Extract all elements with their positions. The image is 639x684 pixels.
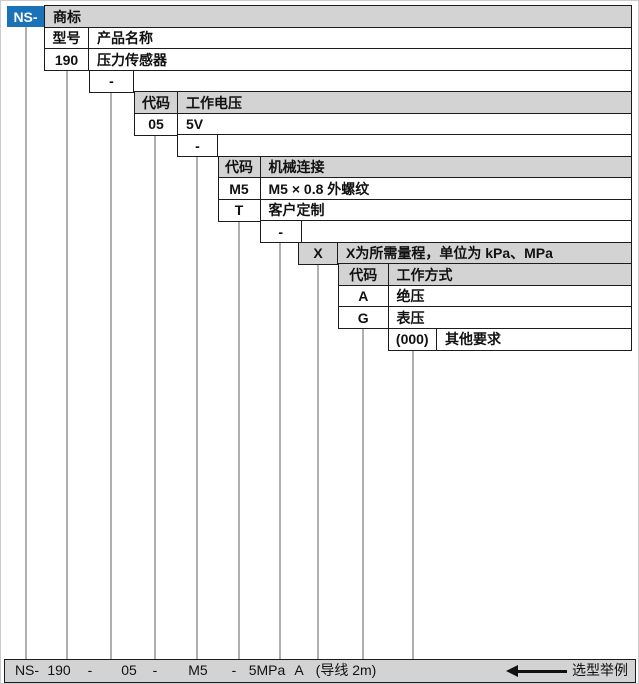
example-bar: NS- 190 - 05 - M5 - 5MPa A (导线 2m) 选型举例 <box>4 659 636 683</box>
desc-cell: 产品名称 <box>97 30 153 46</box>
example-token: 05 <box>121 662 137 678</box>
connector-line-dash3 <box>279 243 281 659</box>
code-cell: 型号 <box>45 27 89 49</box>
code-cell: 05 <box>135 113 178 135</box>
code-cell: X <box>299 242 338 264</box>
row-connection-header: 代码 机械连接 <box>217 155 632 179</box>
brand-label: 商标 <box>53 8 81 25</box>
empty-cell <box>218 135 631 156</box>
example-token: (导线 2m) <box>315 662 377 678</box>
row-separator-1: - <box>89 69 632 93</box>
desc-cell: 工作电压 <box>186 94 242 111</box>
row-separator-3: - <box>259 220 632 243</box>
example-token: - <box>87 662 93 678</box>
left-arrow-shaft <box>517 670 567 673</box>
desc-cell: M5 × 0.8 外螺纹 <box>268 180 370 197</box>
code-cell: A <box>339 285 389 307</box>
connector-line-model <box>65 71 68 659</box>
connector-line-mode <box>361 329 364 659</box>
dash-cell: - <box>261 221 302 242</box>
desc-cell: 压力传感器 <box>97 51 167 68</box>
code-cell: 代码 <box>135 92 178 113</box>
empty-cell <box>302 221 631 242</box>
row-mode-gauge: G 表压 <box>338 306 632 329</box>
connector-line-other <box>411 350 414 659</box>
row-voltage-header: 代码 工作电压 <box>134 91 632 114</box>
desc-cell: 工作方式 <box>396 266 453 283</box>
row-connection-t: T 客户定制 <box>217 198 632 222</box>
desc-cell: 客户定制 <box>268 202 325 218</box>
example-token: A <box>294 662 304 678</box>
code-cell: 190 <box>45 49 89 70</box>
left-arrow-icon <box>506 665 518 677</box>
example-token: M5 <box>188 662 208 678</box>
connector-line-range <box>316 264 319 659</box>
connector-line-voltage <box>154 135 156 659</box>
code-cell: 代码 <box>219 156 261 178</box>
connector-line-dash1 <box>110 92 112 659</box>
prefix-box: NS- <box>7 6 44 27</box>
row-mode-absolute: A 绝压 <box>338 284 632 308</box>
row-model-value: 190 压力传感器 <box>44 48 632 71</box>
connector-line-connection <box>237 221 240 659</box>
row-brand: 商标 <box>44 5 632 28</box>
row-separator-2: - <box>177 134 632 157</box>
empty-cell <box>134 71 631 92</box>
example-token: 190 <box>47 662 71 678</box>
row-model-header: 型号 产品名称 <box>44 26 632 50</box>
code-cell: (000) <box>389 328 437 350</box>
code-cell: T <box>219 199 261 221</box>
connector-line-dash2 <box>195 157 198 659</box>
connector-line-prefix <box>24 27 27 659</box>
row-voltage-value: 05 5V <box>134 112 632 136</box>
desc-cell: 5V <box>186 116 204 132</box>
desc-cell: 机械连接 <box>268 159 325 175</box>
row-connection-m5: M5 M5 × 0.8 外螺纹 <box>217 177 632 200</box>
desc-cell: 其他要求 <box>445 331 501 347</box>
example-token: 5MPa <box>248 662 286 678</box>
example-token: - <box>231 662 237 678</box>
desc-cell: 表压 <box>396 309 425 326</box>
row-range: X X为所需量程，单位为 kPa、MPa <box>298 241 632 265</box>
row-mode-header: 代码 工作方式 <box>338 263 632 286</box>
code-cell: G <box>339 307 389 328</box>
dash-cell: - <box>178 135 218 156</box>
example-label: 选型举例 <box>572 662 628 678</box>
example-token: NS- <box>14 662 40 678</box>
desc-cell: X为所需量程，单位为 kPa、MPa <box>346 245 553 261</box>
row-other: (000) 其他要求 <box>387 327 632 351</box>
desc-cell: 绝压 <box>396 288 425 304</box>
dash-cell: - <box>90 70 134 92</box>
code-cell: M5 <box>219 178 261 199</box>
code-cell: 代码 <box>339 264 389 285</box>
example-token: - <box>152 662 158 678</box>
